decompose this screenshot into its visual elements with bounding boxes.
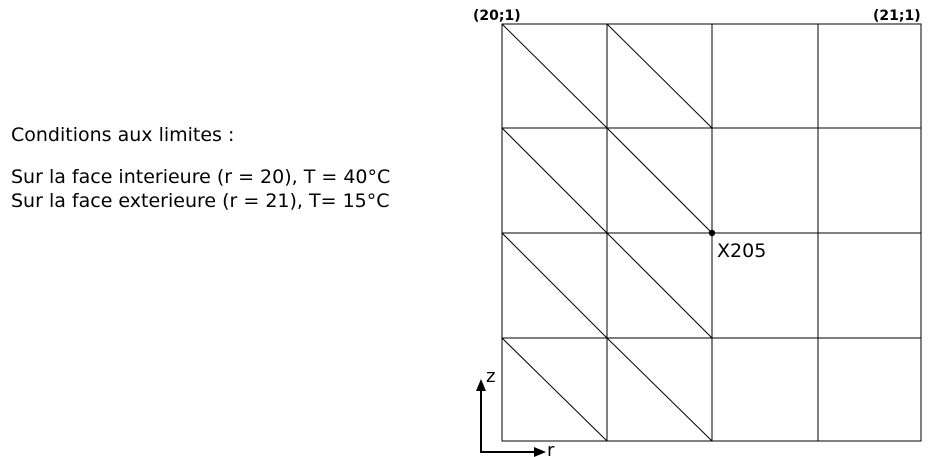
corner-label-left: (20;1) <box>473 8 521 24</box>
diagonal <box>606 23 713 129</box>
boundary-conditions-title: Conditions aux limites : <box>11 124 235 146</box>
diagonal <box>606 127 713 234</box>
mesh-diagonals <box>501 23 713 442</box>
inner-face-condition: Sur la face interieure (r = 20), T = 40°… <box>11 166 391 188</box>
z-axis-label: z <box>486 366 495 387</box>
diagonal <box>501 23 608 129</box>
axes <box>476 379 546 457</box>
node-x205-marker <box>708 229 716 237</box>
r-axis-arrowhead <box>534 447 546 457</box>
r-axis-label: r <box>547 440 555 457</box>
diagonal <box>501 127 608 234</box>
corner-label-right: (21;1) <box>873 8 921 24</box>
outer-face-condition: Sur la face exterieure (r = 21), T= 15°C <box>11 190 390 212</box>
diagonal <box>501 337 608 442</box>
boundary-conditions: Conditions aux limites : Sur la face int… <box>11 123 390 213</box>
diagonal <box>606 337 713 442</box>
diagonal <box>606 232 713 339</box>
diagonal <box>501 232 608 339</box>
z-axis-arrowhead <box>476 379 486 391</box>
node-x205-label: X205 <box>717 240 766 262</box>
